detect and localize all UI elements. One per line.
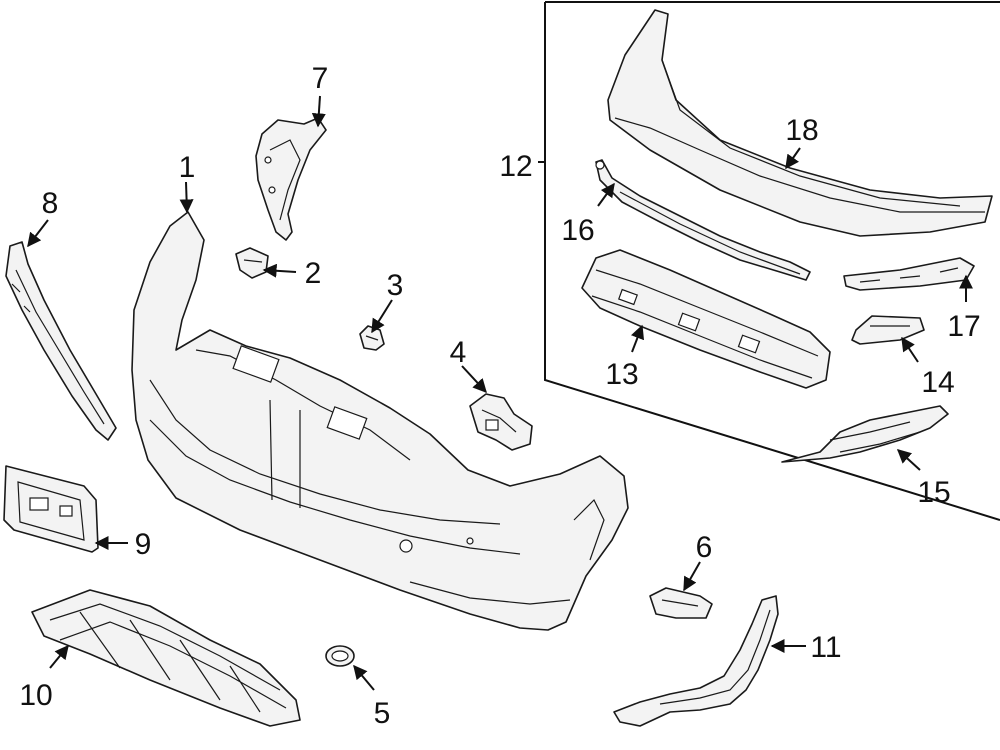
leader-5	[353, 664, 375, 691]
part-11-support	[613, 595, 779, 727]
leader-8	[27, 219, 49, 248]
callout-5: 5	[374, 697, 391, 730]
callout-12: 12	[499, 150, 532, 183]
callout-7: 7	[312, 62, 329, 95]
callout-10: 10	[19, 679, 52, 712]
part-18-cover	[607, 9, 993, 237]
callout-17: 17	[947, 310, 980, 343]
part-10-shield	[31, 589, 301, 727]
leader-16	[597, 182, 615, 207]
callout-18: 18	[785, 114, 818, 147]
part-7-support	[255, 117, 327, 241]
part-17-bracket	[843, 257, 975, 291]
leader-lines	[27, 95, 973, 691]
callout-13: 13	[605, 358, 638, 391]
leader-6	[683, 561, 701, 592]
part-4-bracket	[469, 393, 533, 451]
callout-2: 2	[305, 257, 322, 290]
part-1-bumper-cover	[131, 211, 629, 631]
callout-8: 8	[42, 187, 59, 220]
callout-16: 16	[561, 214, 594, 247]
part-6-bracket	[649, 587, 713, 619]
leader-10	[49, 644, 69, 669]
leader-15	[896, 449, 921, 471]
part-13-beam	[581, 249, 831, 389]
callout-11: 11	[810, 631, 841, 664]
leader-18	[785, 147, 801, 170]
callout-1: 1	[179, 151, 196, 184]
leader-1	[179, 181, 194, 214]
callout-15: 15	[917, 476, 950, 509]
callout-6: 6	[696, 531, 713, 564]
leader-14	[901, 336, 919, 363]
leader-13	[630, 324, 645, 353]
callout-3: 3	[387, 269, 404, 302]
callout-labels: 1 2 3 4 5 6 7 8 9 10 11 12 13 14 15 16 1…	[19, 62, 980, 730]
group-12-frame	[544, 1, 1000, 521]
callout-4: 4	[450, 336, 467, 369]
part-5-grommet	[325, 645, 355, 667]
leader-2	[262, 263, 297, 278]
part-14-bracket	[851, 315, 925, 345]
leader-3	[371, 299, 393, 334]
leader-7	[311, 95, 326, 128]
part-16-strip	[595, 159, 811, 281]
part-3-retainer	[359, 325, 385, 351]
part-9-plate-bracket	[3, 465, 99, 553]
leader-4	[461, 365, 487, 394]
part-15-bracket	[781, 405, 949, 463]
part-8-strip	[5, 241, 117, 441]
callout-9: 9	[135, 528, 152, 561]
callout-14: 14	[921, 366, 954, 399]
part-2-clip	[235, 247, 269, 279]
